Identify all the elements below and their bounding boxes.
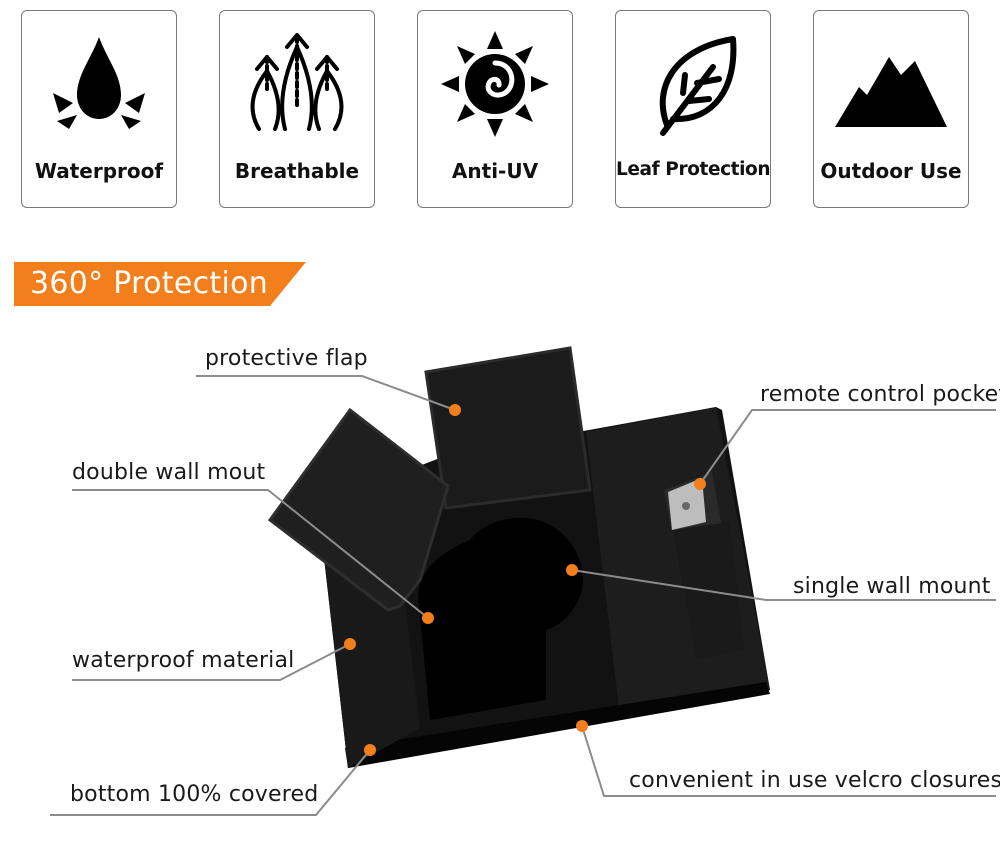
- marker-double-wall-mount: [422, 612, 434, 624]
- callout-velcro-closures: convenient in use velcro closures: [629, 768, 1000, 793]
- feature-card-leaf-protection: Leaf Protection: [615, 10, 771, 208]
- callout-double-wall-mount: double wall mout: [72, 460, 266, 485]
- section-banner: 360° Protection: [14, 262, 306, 306]
- marker-remote-pocket: [694, 478, 706, 490]
- double-wall-mount-flap: [267, 407, 450, 612]
- callout-single-wall-mount: single wall mount: [793, 574, 991, 599]
- velcro-strip: [345, 682, 770, 768]
- callout-bottom-covered: bottom 100% covered: [70, 782, 319, 807]
- mountains-icon: [814, 29, 968, 139]
- banner-shape: [14, 262, 306, 306]
- feature-label: Outdoor Use: [820, 159, 962, 183]
- marker-protective-flap: [449, 404, 461, 416]
- leaf-icon: [616, 29, 770, 139]
- marker-bottom-covered: [364, 744, 376, 756]
- banner-title: 360° Protection: [30, 266, 269, 301]
- protective-flap: [424, 346, 592, 510]
- feature-card-anti-uv: Anti-UV: [417, 10, 573, 208]
- single-wall-mount-opening: [418, 517, 583, 720]
- feature-card-breathable: Breathable: [219, 10, 375, 208]
- tv-cover-illustration: [50, 346, 996, 816]
- sun-icon: [418, 29, 572, 139]
- feature-label: Breathable: [234, 159, 360, 183]
- feature-card-outdoor-use: Outdoor Use: [813, 10, 969, 208]
- feature-card-waterproof: Waterproof: [21, 10, 177, 208]
- callout-remote-control-pocket: remote control pocket: [760, 382, 1000, 407]
- breathable-arrows-icon: [220, 29, 374, 139]
- feature-label: Waterproof: [34, 159, 164, 183]
- feature-label: Leaf Protection: [616, 159, 771, 180]
- marker-velcro: [576, 720, 588, 732]
- water-drop-icon: [22, 29, 176, 139]
- callout-protective-flap: protective flap: [205, 346, 368, 371]
- callout-waterproof-material: waterproof material: [72, 648, 295, 673]
- product-diagram: protective flap remote control pocket do…: [0, 300, 1000, 857]
- marker-waterproof-material: [344, 638, 356, 650]
- feature-label: Anti-UV: [451, 159, 539, 183]
- marker-single-wall-mount: [566, 564, 578, 576]
